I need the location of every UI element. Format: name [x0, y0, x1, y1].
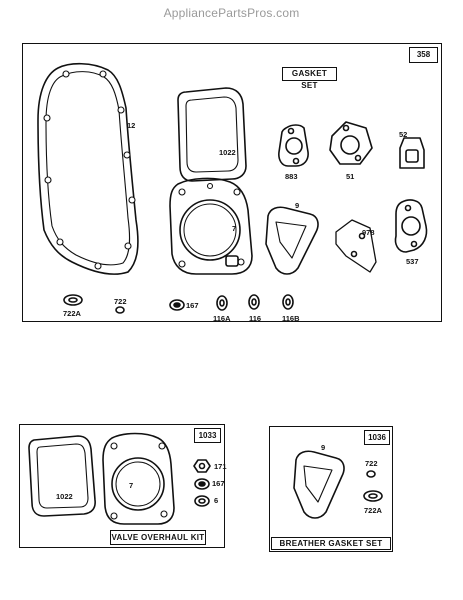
washer-722 [115, 306, 125, 314]
label-116: 116 [249, 314, 262, 323]
valve-kit-seal-6 [194, 495, 210, 507]
valve-kit-label-6: 6 [214, 496, 219, 505]
seal-116b [282, 294, 294, 310]
gasket-51 [329, 121, 373, 165]
valve-kit-label-1022: 1022 [56, 492, 73, 501]
watermark: AppliancePartsPros.com [163, 6, 300, 20]
valve-kit-part-number: 1033 [194, 428, 221, 443]
label-722: 722 [114, 297, 127, 306]
breather-set-washer-722 [366, 470, 376, 478]
label-537: 537 [406, 257, 419, 266]
seal-116 [248, 294, 260, 310]
gasket-set-part-number: 358 [409, 47, 438, 63]
label-722a: 722A [63, 309, 81, 318]
valve-kit-title: VALVE OVERHAUL KIT [110, 530, 206, 545]
breather-set-title: BREATHER GASKET SET [271, 537, 391, 550]
valve-kit-head-gasket-7 [102, 432, 175, 525]
breather-set-gasket-9 [293, 450, 345, 519]
valve-kit-gasket-1022 [28, 435, 96, 517]
label-52: 52 [399, 130, 408, 139]
valve-kit-label-171: 171 [214, 462, 227, 471]
valve-kit-label-167: 167 [212, 479, 225, 488]
valve-kit-label-7: 7 [129, 481, 134, 490]
breather-set-washer-722a [363, 490, 383, 502]
cylinder-head-gasket-7 [169, 177, 253, 275]
valve-cover-gasket-1022 [177, 87, 247, 182]
seal-167 [169, 299, 185, 311]
label-51: 51 [346, 172, 355, 181]
label-167: 167 [186, 301, 199, 310]
crankcase-gasket-12 [37, 62, 139, 275]
gasket-52 [399, 137, 425, 169]
label-9: 9 [295, 201, 300, 210]
breather-set-part-number: 1036 [364, 430, 390, 445]
gasket-978 [335, 219, 377, 273]
label-7: 7 [232, 224, 237, 233]
valve-overhaul-kit-panel [19, 424, 225, 548]
gasket-set-title: GASKET SET [282, 67, 337, 90]
breather-gasket-set-panel [269, 426, 393, 552]
gasket-537 [394, 199, 428, 253]
washer-722a [63, 294, 83, 306]
breather-set-label-9: 9 [321, 443, 326, 452]
label-116a: 116A [213, 314, 231, 323]
breather-set-label-722: 722 [365, 459, 378, 468]
valve-kit-seal-167 [194, 478, 210, 490]
seal-116a [216, 295, 228, 311]
breather-gasket-9 [265, 206, 319, 275]
label-1022: 1022 [219, 148, 236, 157]
label-978: 978 [362, 228, 375, 237]
gasket-883 [278, 124, 309, 167]
label-116b: 116B [282, 314, 300, 323]
valve-kit-nut-171 [193, 459, 211, 473]
label-883: 883 [285, 172, 298, 181]
breather-set-label-722a: 722A [364, 506, 382, 515]
label-12: 12 [127, 121, 136, 130]
